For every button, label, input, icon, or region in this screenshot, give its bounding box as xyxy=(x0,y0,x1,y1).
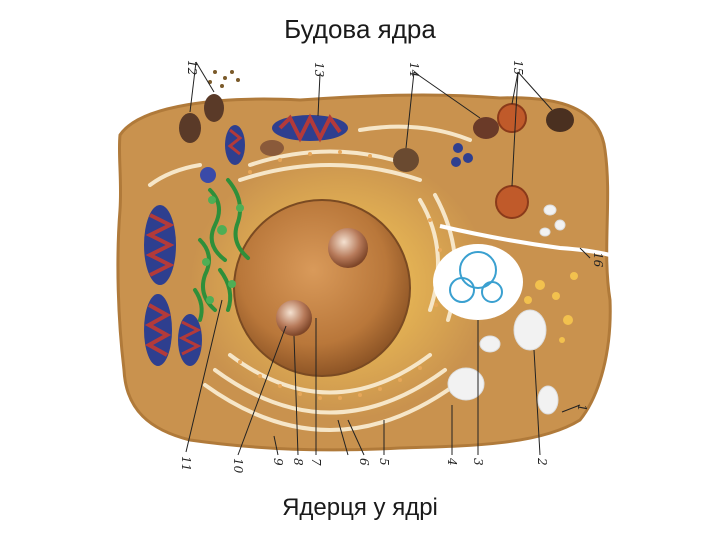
label-11: 11 xyxy=(179,456,193,471)
label-7: 7 xyxy=(309,458,323,466)
label-2: 2 xyxy=(535,457,549,466)
label-1: 1 xyxy=(575,404,589,412)
label-5: 5 xyxy=(377,458,391,466)
label-12: 12 xyxy=(185,60,199,75)
vacuole xyxy=(433,244,523,320)
label-10: 10 xyxy=(231,458,245,474)
label-13: 13 xyxy=(312,62,326,78)
nucleolus-1 xyxy=(328,228,368,268)
label-4: 4 xyxy=(445,457,459,466)
label-15: 15 xyxy=(511,60,525,75)
label-14: 14 xyxy=(407,62,421,77)
secretion-dots xyxy=(208,70,240,88)
label-3: 3 xyxy=(471,458,485,466)
label-16: 16 xyxy=(591,252,605,268)
label-8: 8 xyxy=(291,458,305,466)
label-9: 9 xyxy=(271,458,285,466)
nucleus xyxy=(234,200,410,376)
nucleolus-2 xyxy=(276,300,312,336)
slide-caption: Ядерця у ядрі xyxy=(0,494,720,522)
label-6: 6 xyxy=(357,458,371,466)
